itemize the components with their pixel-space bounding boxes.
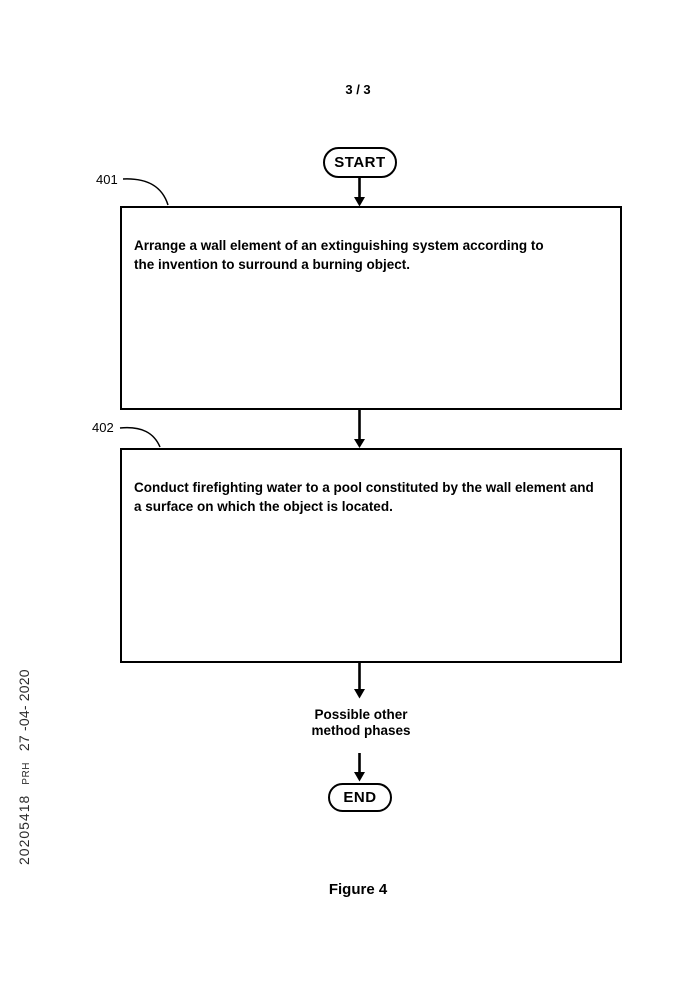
ref-label-401: 401 xyxy=(96,172,118,187)
step-text-402: Conduct firefighting water to a pool con… xyxy=(134,480,594,514)
step-box-402: Conduct firefighting water to a pool con… xyxy=(120,448,622,663)
arrow-note-to-end xyxy=(354,753,365,782)
step-text-401: Arrange a wall element of an extinguishi… xyxy=(134,238,544,272)
arrow-start-to-401 xyxy=(354,177,365,207)
start-label: START xyxy=(334,154,386,171)
leader-line-401 xyxy=(122,178,169,206)
leader-line-402 xyxy=(119,426,161,448)
step-box-401: Arrange a wall element of an extinguishi… xyxy=(120,206,622,410)
figure-caption: Figure 4 xyxy=(328,881,388,898)
stamp-application-number: 20205418 xyxy=(16,794,32,865)
end-terminal: END xyxy=(328,783,392,812)
start-terminal: START xyxy=(323,147,397,178)
note-text: Possible other method phases xyxy=(311,707,411,738)
stamp-date: 27 -04- 2020 xyxy=(16,669,32,752)
office-stamp: 20205418 PRH 27 -04- 2020 xyxy=(16,669,38,865)
arrow-401-to-402 xyxy=(354,410,365,448)
end-label: END xyxy=(343,789,377,806)
page-number: 3 / 3 xyxy=(345,82,371,97)
stamp-office-label: PRH xyxy=(21,762,32,785)
arrow-402-to-note xyxy=(354,663,365,699)
ref-label-402: 402 xyxy=(92,420,114,435)
